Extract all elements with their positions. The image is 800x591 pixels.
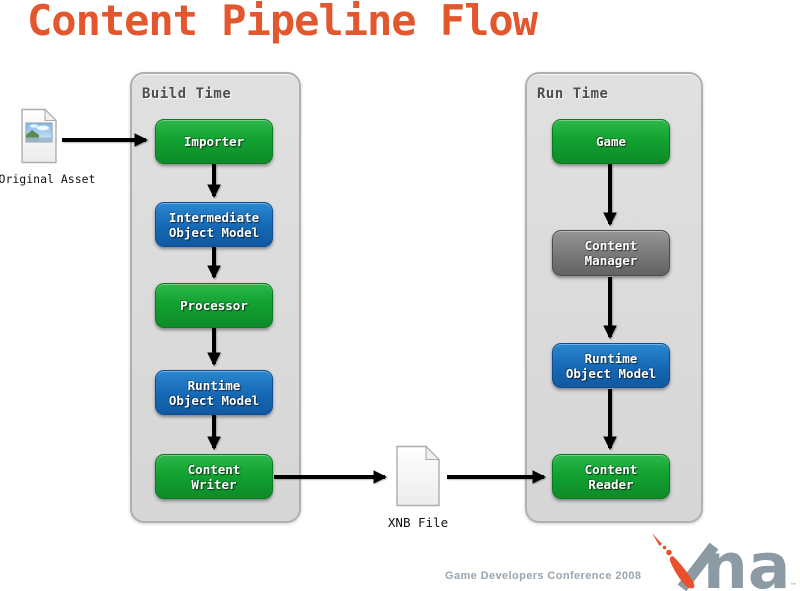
node-game: Game (552, 119, 670, 164)
node-intermediate-object-model: Intermediate Object Model (155, 202, 273, 247)
node-content-writer: Content Writer (155, 454, 273, 499)
blank-file-icon (396, 445, 441, 507)
xna-logo: na ™ (652, 530, 797, 591)
xna-logo-tm: ™ (790, 582, 797, 590)
node-runtime-object-model-run-label: Runtime Object Model (565, 350, 657, 381)
node-processor: Processor (155, 283, 273, 328)
node-processor-label: Processor (180, 298, 248, 313)
build-time-panel-label: Build Time (142, 86, 232, 102)
node-runtime-object-model-run: Runtime Object Model (552, 343, 670, 388)
conference-credit: Game Developers Conference 2008 (445, 570, 642, 582)
node-content-manager-label: Content Manager (584, 238, 638, 268)
node-runtime-object-model-build: Runtime Object Model (155, 370, 273, 415)
original-asset-label: Original Asset (0, 172, 96, 186)
node-content-writer-label: Content Writer (187, 461, 241, 492)
xna-logo-text: na (703, 530, 790, 591)
node-content-reader: Content Reader (552, 454, 670, 499)
node-content-reader-label: Content Reader (584, 461, 638, 492)
node-game-label: Game (595, 134, 627, 149)
xna-logo-swoosh (652, 533, 695, 589)
run-time-panel-label: Run Time (537, 86, 609, 102)
node-content-manager: Content Manager (552, 230, 670, 276)
landscape-thumbnail (25, 122, 53, 143)
node-importer: Importer (155, 119, 273, 164)
node-runtime-object-model-build-label: Runtime Object Model (168, 377, 260, 408)
image-file-icon (21, 108, 58, 164)
node-intermediate-object-model-label: Intermediate Object Model (168, 209, 260, 240)
page-title: Content Pipeline Flow (27, 0, 538, 45)
xnb-file-label: XNB File (387, 515, 449, 530)
node-importer-label: Importer (183, 134, 245, 149)
